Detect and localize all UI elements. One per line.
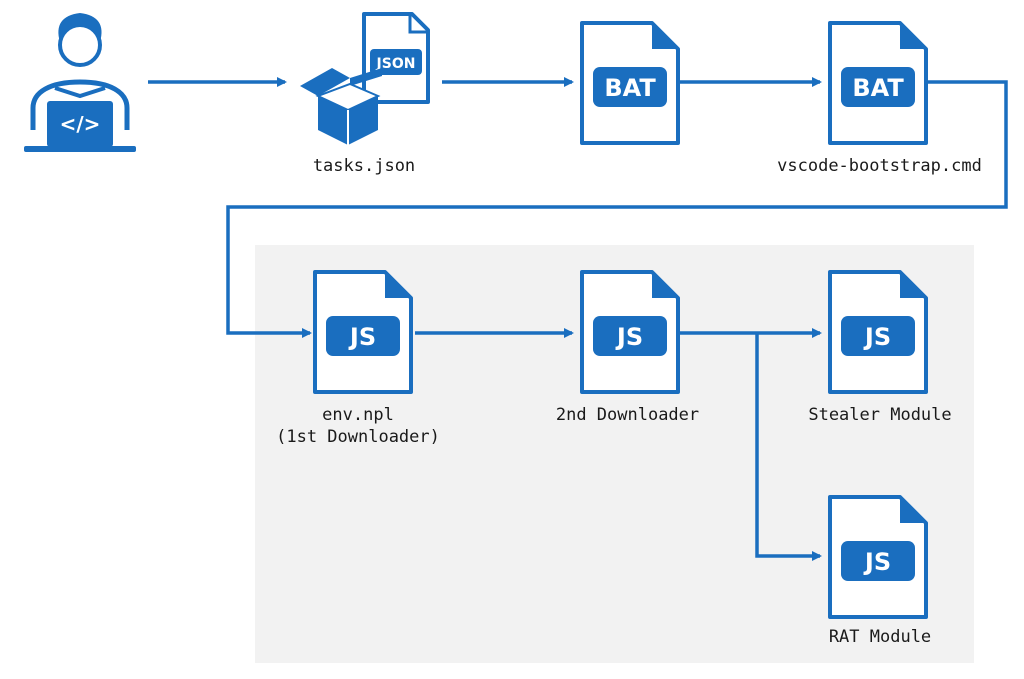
connectors: [148, 77, 1008, 561]
arrow-bat2-to-env: [226, 80, 1008, 338]
arrow-downloader2-to-rat: [755, 333, 822, 561]
env-npl-file-icon: JS: [313, 270, 413, 394]
file-fold-corner: [900, 497, 926, 523]
bat-file-icon-1: BAT: [580, 21, 680, 145]
file-type-badge: [841, 541, 915, 581]
file-type-badge: [841, 67, 915, 107]
developer-code-glyph: </>: [60, 112, 101, 136]
file-type-badge-text: JS: [863, 323, 891, 351]
file-type-badge-text: BAT: [604, 74, 656, 102]
file-fold-corner: [900, 23, 926, 49]
file-fold-corner: [385, 272, 411, 298]
bat-file-icon-2: BAT: [828, 21, 928, 145]
env-npl-label: env.npl (1st Downloader): [258, 404, 458, 448]
tasks-json-label: tasks.json: [312, 156, 416, 176]
file-type-badge: [593, 316, 667, 356]
file-type-badge-text: JS: [348, 323, 376, 351]
file-type-badge: [841, 316, 915, 356]
file-type-badge: [593, 67, 667, 107]
file-fold-corner: [652, 23, 678, 49]
rat-module-label: RAT Module: [828, 627, 932, 647]
tasks-json-node: JSON: [300, 12, 430, 145]
file-type-badge: [326, 316, 400, 356]
developer-laptop-icon: </>: [24, 13, 136, 152]
env-npl-label-line1: env.npl: [322, 405, 394, 425]
file-type-badge-text: BAT: [852, 74, 904, 102]
vscode-bootstrap-label: vscode-bootstrap.cmd: [777, 156, 982, 176]
second-downloader-file-icon: JS: [580, 270, 680, 394]
stealer-module-file-icon: JS: [828, 270, 928, 394]
file-fold-corner: [652, 272, 678, 298]
env-npl-label-line2: (1st Downloader): [276, 427, 440, 447]
second-downloader-label: 2nd Downloader: [555, 405, 700, 425]
file-type-badge-text: JS: [863, 548, 891, 576]
file-icons: BAT BAT JS JS JS JS: [313, 21, 928, 619]
file-fold-corner: [900, 272, 926, 298]
file-type-badge-text: JS: [615, 323, 643, 351]
rat-module-file-icon: JS: [828, 495, 928, 619]
json-badge-text: JSON: [376, 56, 416, 72]
json-badge: [370, 49, 422, 75]
package-boxes-icon: [300, 68, 382, 145]
stealer-module-label: Stealer Module: [808, 405, 952, 425]
